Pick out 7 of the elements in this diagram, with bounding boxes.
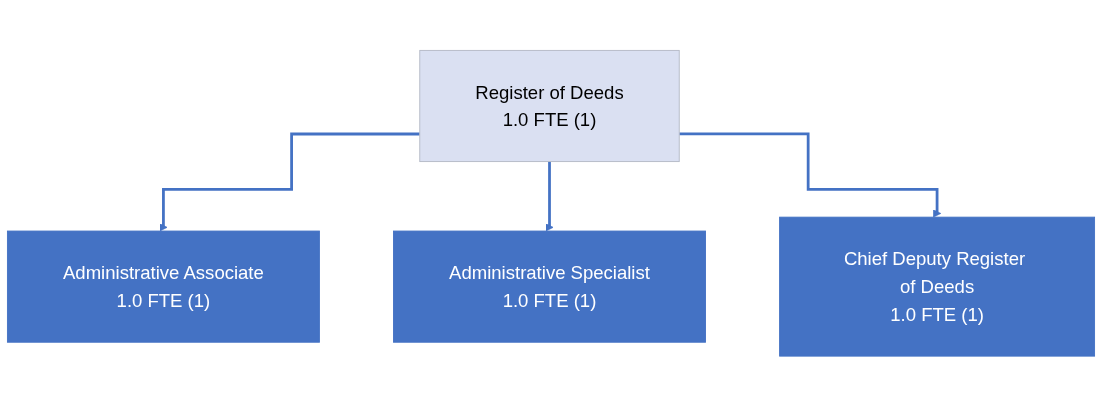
arrow <box>159 132 420 232</box>
node-box: Administrative Associate 1.0 FTE (1) <box>6 230 320 343</box>
arrow <box>679 132 942 218</box>
node-box: Administrative Specialist 1.0 FTE (1) <box>393 230 706 343</box>
node-box: Chief Deputy Register of Deeds 1.0 FTE (1) <box>779 216 1096 357</box>
arrow <box>545 160 554 232</box>
node-box: Register of Deeds 1.0 FTE (1) <box>419 50 680 163</box>
